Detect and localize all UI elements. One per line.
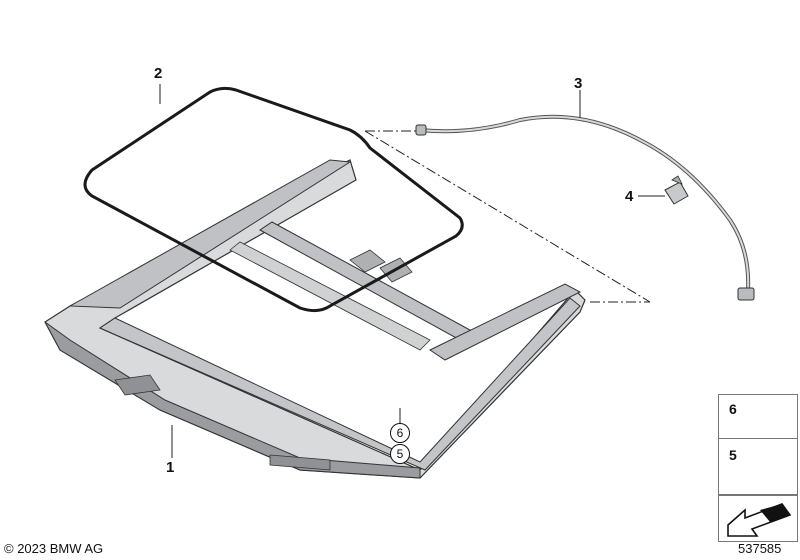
leader-lines (159, 84, 665, 458)
legend-item-arrow (718, 494, 798, 542)
legend-item-washer: 6 (718, 394, 798, 440)
circled-callout-6: 6 (390, 423, 410, 443)
legend-item-screw: 5 (718, 438, 798, 496)
diagram-number: 537585 (738, 541, 782, 556)
legend-number: 6 (729, 401, 737, 417)
callout-part-2: 2 (154, 65, 163, 82)
copyright-text: © 2023 BMW AG (4, 541, 104, 556)
circled-callout-5: 5 (390, 444, 410, 464)
direction-arrow-icon (727, 503, 792, 537)
sunroof-seal (83, 86, 464, 313)
callout-part-3: 3 (574, 75, 583, 92)
connector-lines (364, 130, 651, 303)
sunroof-frame (44, 159, 586, 479)
callout-part-1: 1 (166, 459, 175, 476)
hose-clip (664, 175, 689, 205)
callout-part-4: 4 (625, 188, 634, 205)
drain-hose (418, 114, 751, 292)
legend-number: 5 (729, 447, 737, 463)
